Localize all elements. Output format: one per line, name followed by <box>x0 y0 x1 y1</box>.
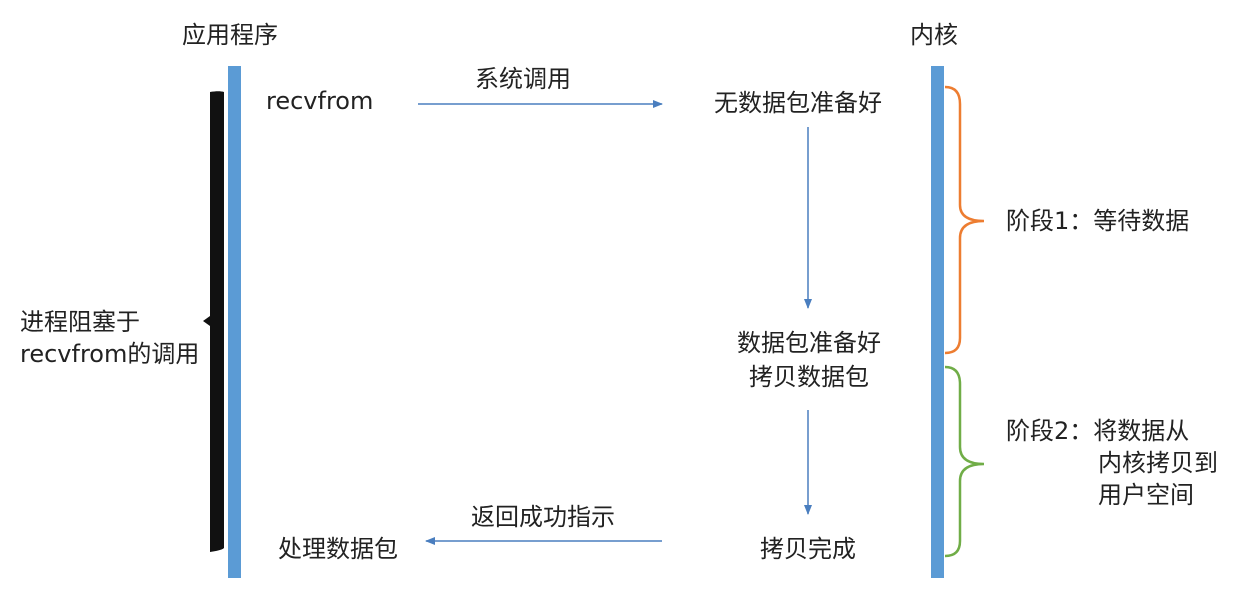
copy-packet-label: 拷贝数据包 <box>749 363 869 391</box>
app-column-title: 应用程序 <box>182 21 278 49</box>
phase1-brace <box>944 85 985 355</box>
blocked-label-line2: recvfrom的调用 <box>20 340 200 368</box>
app-timeline <box>228 66 241 578</box>
blocked-label-line1: 进程阻塞于 <box>20 308 140 336</box>
phase2-label-line3: 用户空间 <box>1098 481 1194 509</box>
kernel-timeline <box>931 66 944 578</box>
recvfrom-label: recvfrom <box>266 87 374 115</box>
process-packet-label: 处理数据包 <box>278 535 398 563</box>
no-data-ready-label: 无数据包准备好 <box>714 89 882 117</box>
syscall-label: 系统调用 <box>475 65 571 93</box>
kernel-column-title: 内核 <box>910 21 958 49</box>
phase1-label: 阶段1：等待数据 <box>1006 207 1190 235</box>
data-ready-label: 数据包准备好 <box>737 329 881 357</box>
phase2-label-line2: 内核拷贝到 <box>1098 449 1218 477</box>
phase2-brace <box>944 365 985 558</box>
copy-done-label: 拷贝完成 <box>760 535 856 563</box>
phase2-label-line1: 阶段2：将数据从 <box>1006 417 1190 445</box>
return-success-label: 返回成功指示 <box>471 503 615 531</box>
blocked-bar <box>203 91 224 552</box>
